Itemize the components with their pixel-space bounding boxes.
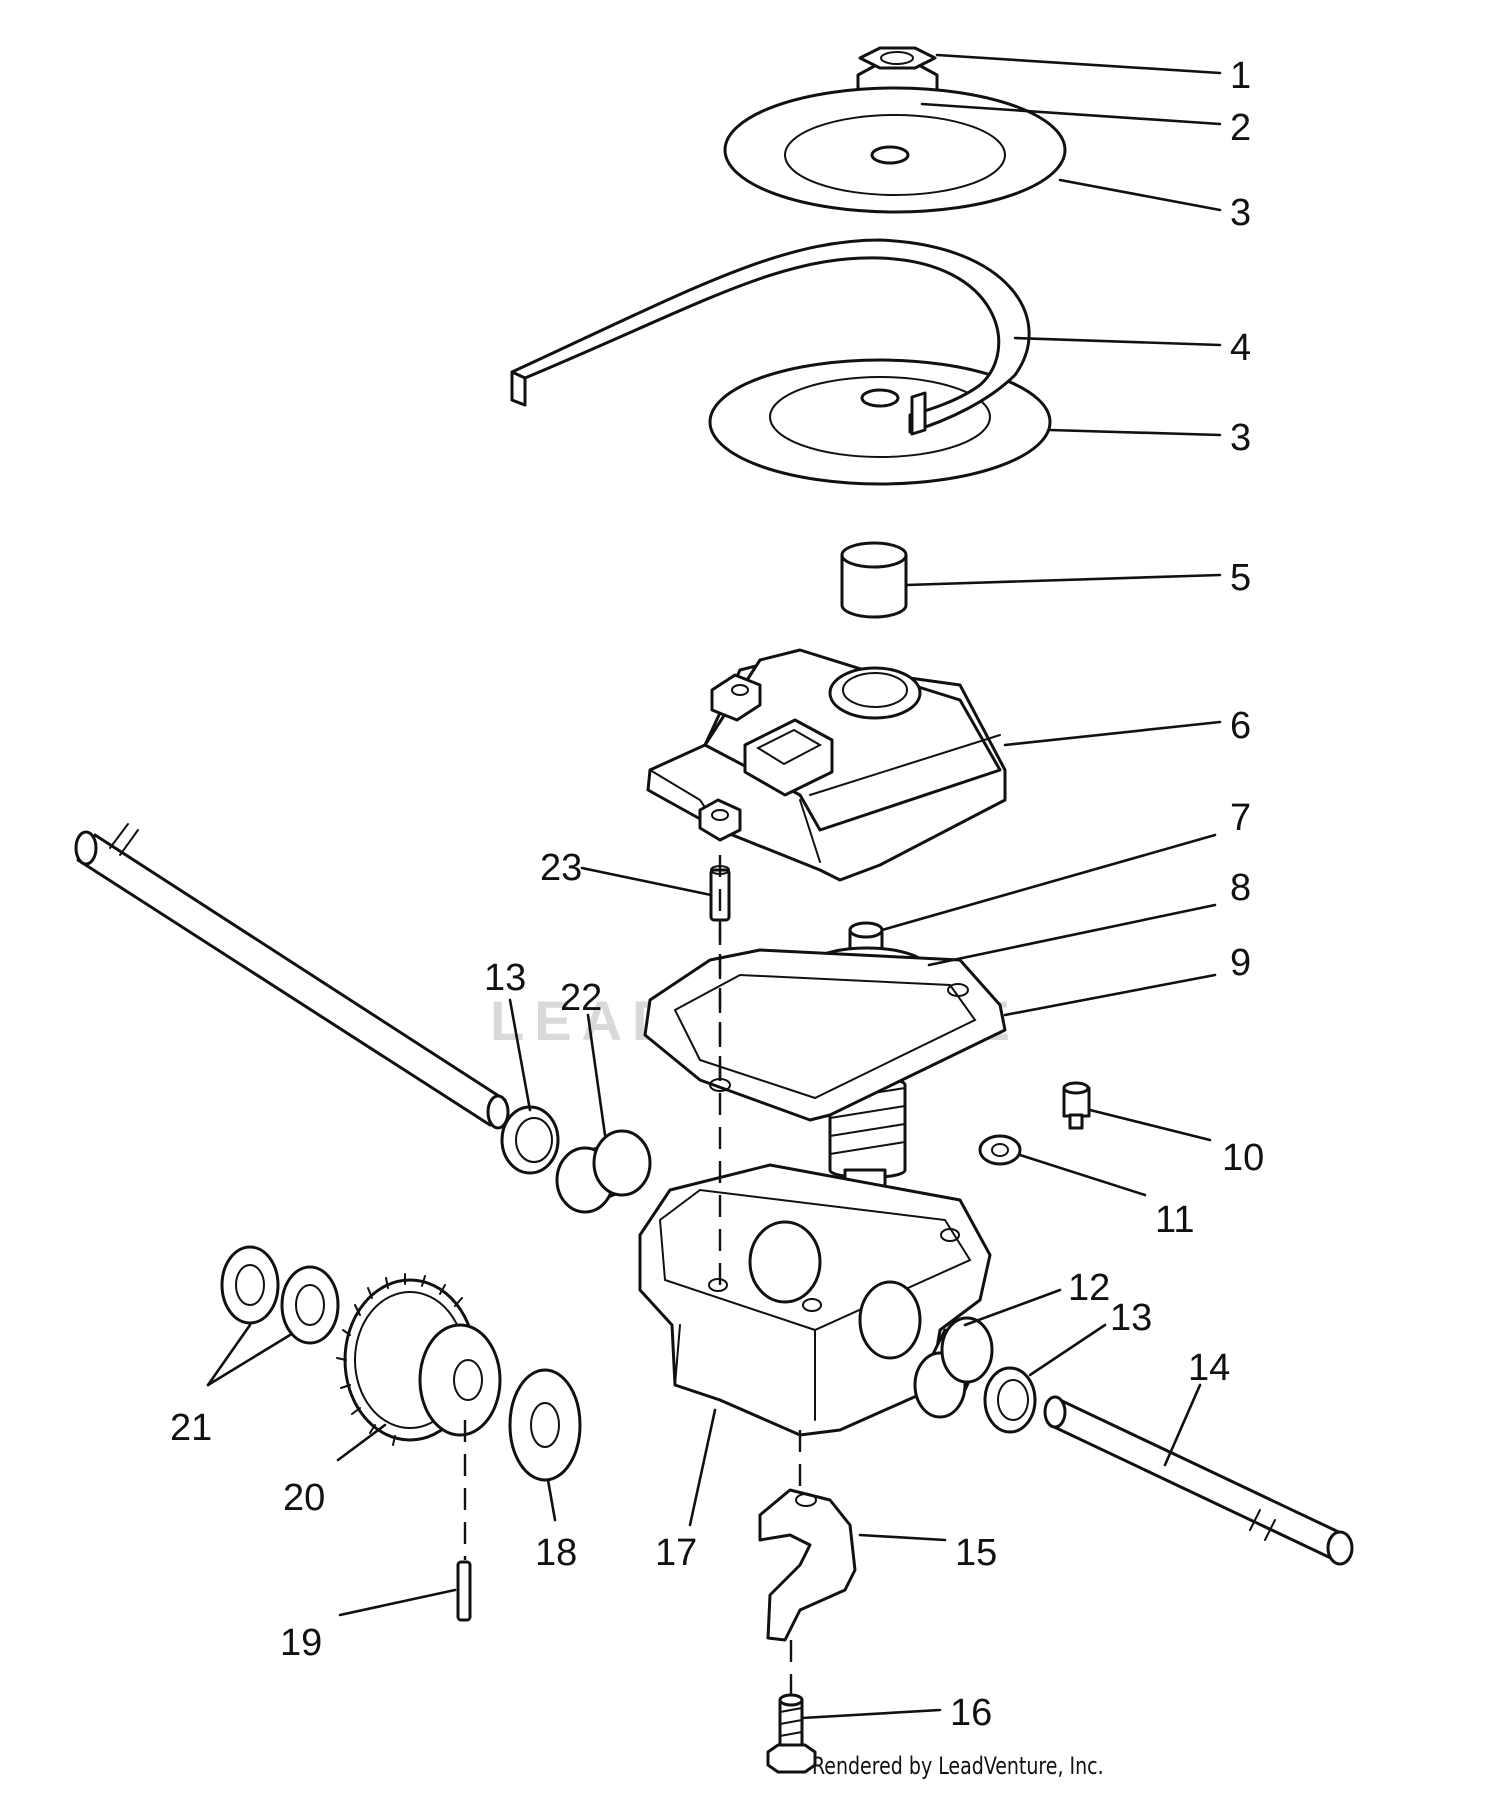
part-10-screw	[1062, 1081, 1091, 1130]
callout-1: 1	[1230, 55, 1251, 97]
part-13-seal-left	[500, 1105, 560, 1175]
callout-21: 21	[170, 1407, 212, 1449]
callout-11: 11	[1155, 1199, 1194, 1241]
part-3-spring-plate-upper	[723, 86, 1067, 214]
callout-20: 20	[283, 1477, 325, 1519]
part-6-gear-case-cover	[646, 648, 1007, 882]
callout-3-upper: 3	[1230, 192, 1251, 234]
callout-5: 5	[1230, 557, 1251, 599]
part-15-shift-lever	[758, 1488, 857, 1642]
callout-16: 16	[950, 1692, 992, 1734]
callout-8: 8	[1230, 867, 1251, 909]
part-5-bushing	[840, 541, 908, 619]
callout-7: 7	[1230, 797, 1251, 839]
part-9-gasket	[643, 948, 1007, 1122]
callout-18: 18	[535, 1532, 577, 1574]
callout-9: 9	[1230, 942, 1251, 984]
part-22-bushing	[555, 1129, 652, 1214]
callout-23: 23	[540, 847, 582, 889]
leader-lines	[206, 53, 1222, 1720]
callout-13-right: 13	[1110, 1297, 1152, 1339]
part-19-roll-pin	[456, 1560, 472, 1622]
footer-credit: Rendered by LeadVenture, Inc.	[812, 1752, 1104, 1780]
part-3-spring-plate-lower	[708, 358, 1052, 486]
callout-4: 4	[1230, 327, 1251, 369]
callout-19: 19	[280, 1622, 322, 1664]
callout-12: 12	[1068, 1267, 1110, 1309]
callout-3-lower: 3	[1230, 417, 1251, 459]
callout-2: 2	[1230, 107, 1251, 149]
callout-labels: 1 2 3 4 3 5 6 7 23 8 9 13 22 10 11 12 13…	[170, 55, 1264, 1734]
part-20-worm-gear	[336, 1273, 502, 1446]
part-18-thrust-washer	[508, 1368, 582, 1482]
part-14-axle-shaft	[1043, 1395, 1354, 1566]
part-17-gear-case-housing	[638, 1163, 992, 1437]
callout-22: 22	[560, 977, 602, 1019]
part-12-bushing	[913, 1316, 994, 1419]
callout-10: 10	[1222, 1137, 1264, 1179]
callout-17: 17	[655, 1532, 697, 1574]
part-13-seal-right	[983, 1366, 1037, 1434]
part-21-washers	[220, 1245, 340, 1345]
part-16-bolt	[766, 1693, 817, 1774]
left-axle-shaft	[74, 823, 510, 1130]
part-4-power-spring	[510, 238, 1031, 436]
callout-13-left: 13	[484, 957, 526, 999]
callout-6: 6	[1230, 705, 1251, 747]
callout-14: 14	[1188, 1347, 1230, 1389]
part-11-washer	[978, 1134, 1022, 1166]
assembly-lines	[463, 855, 802, 1700]
callout-15: 15	[955, 1532, 997, 1574]
